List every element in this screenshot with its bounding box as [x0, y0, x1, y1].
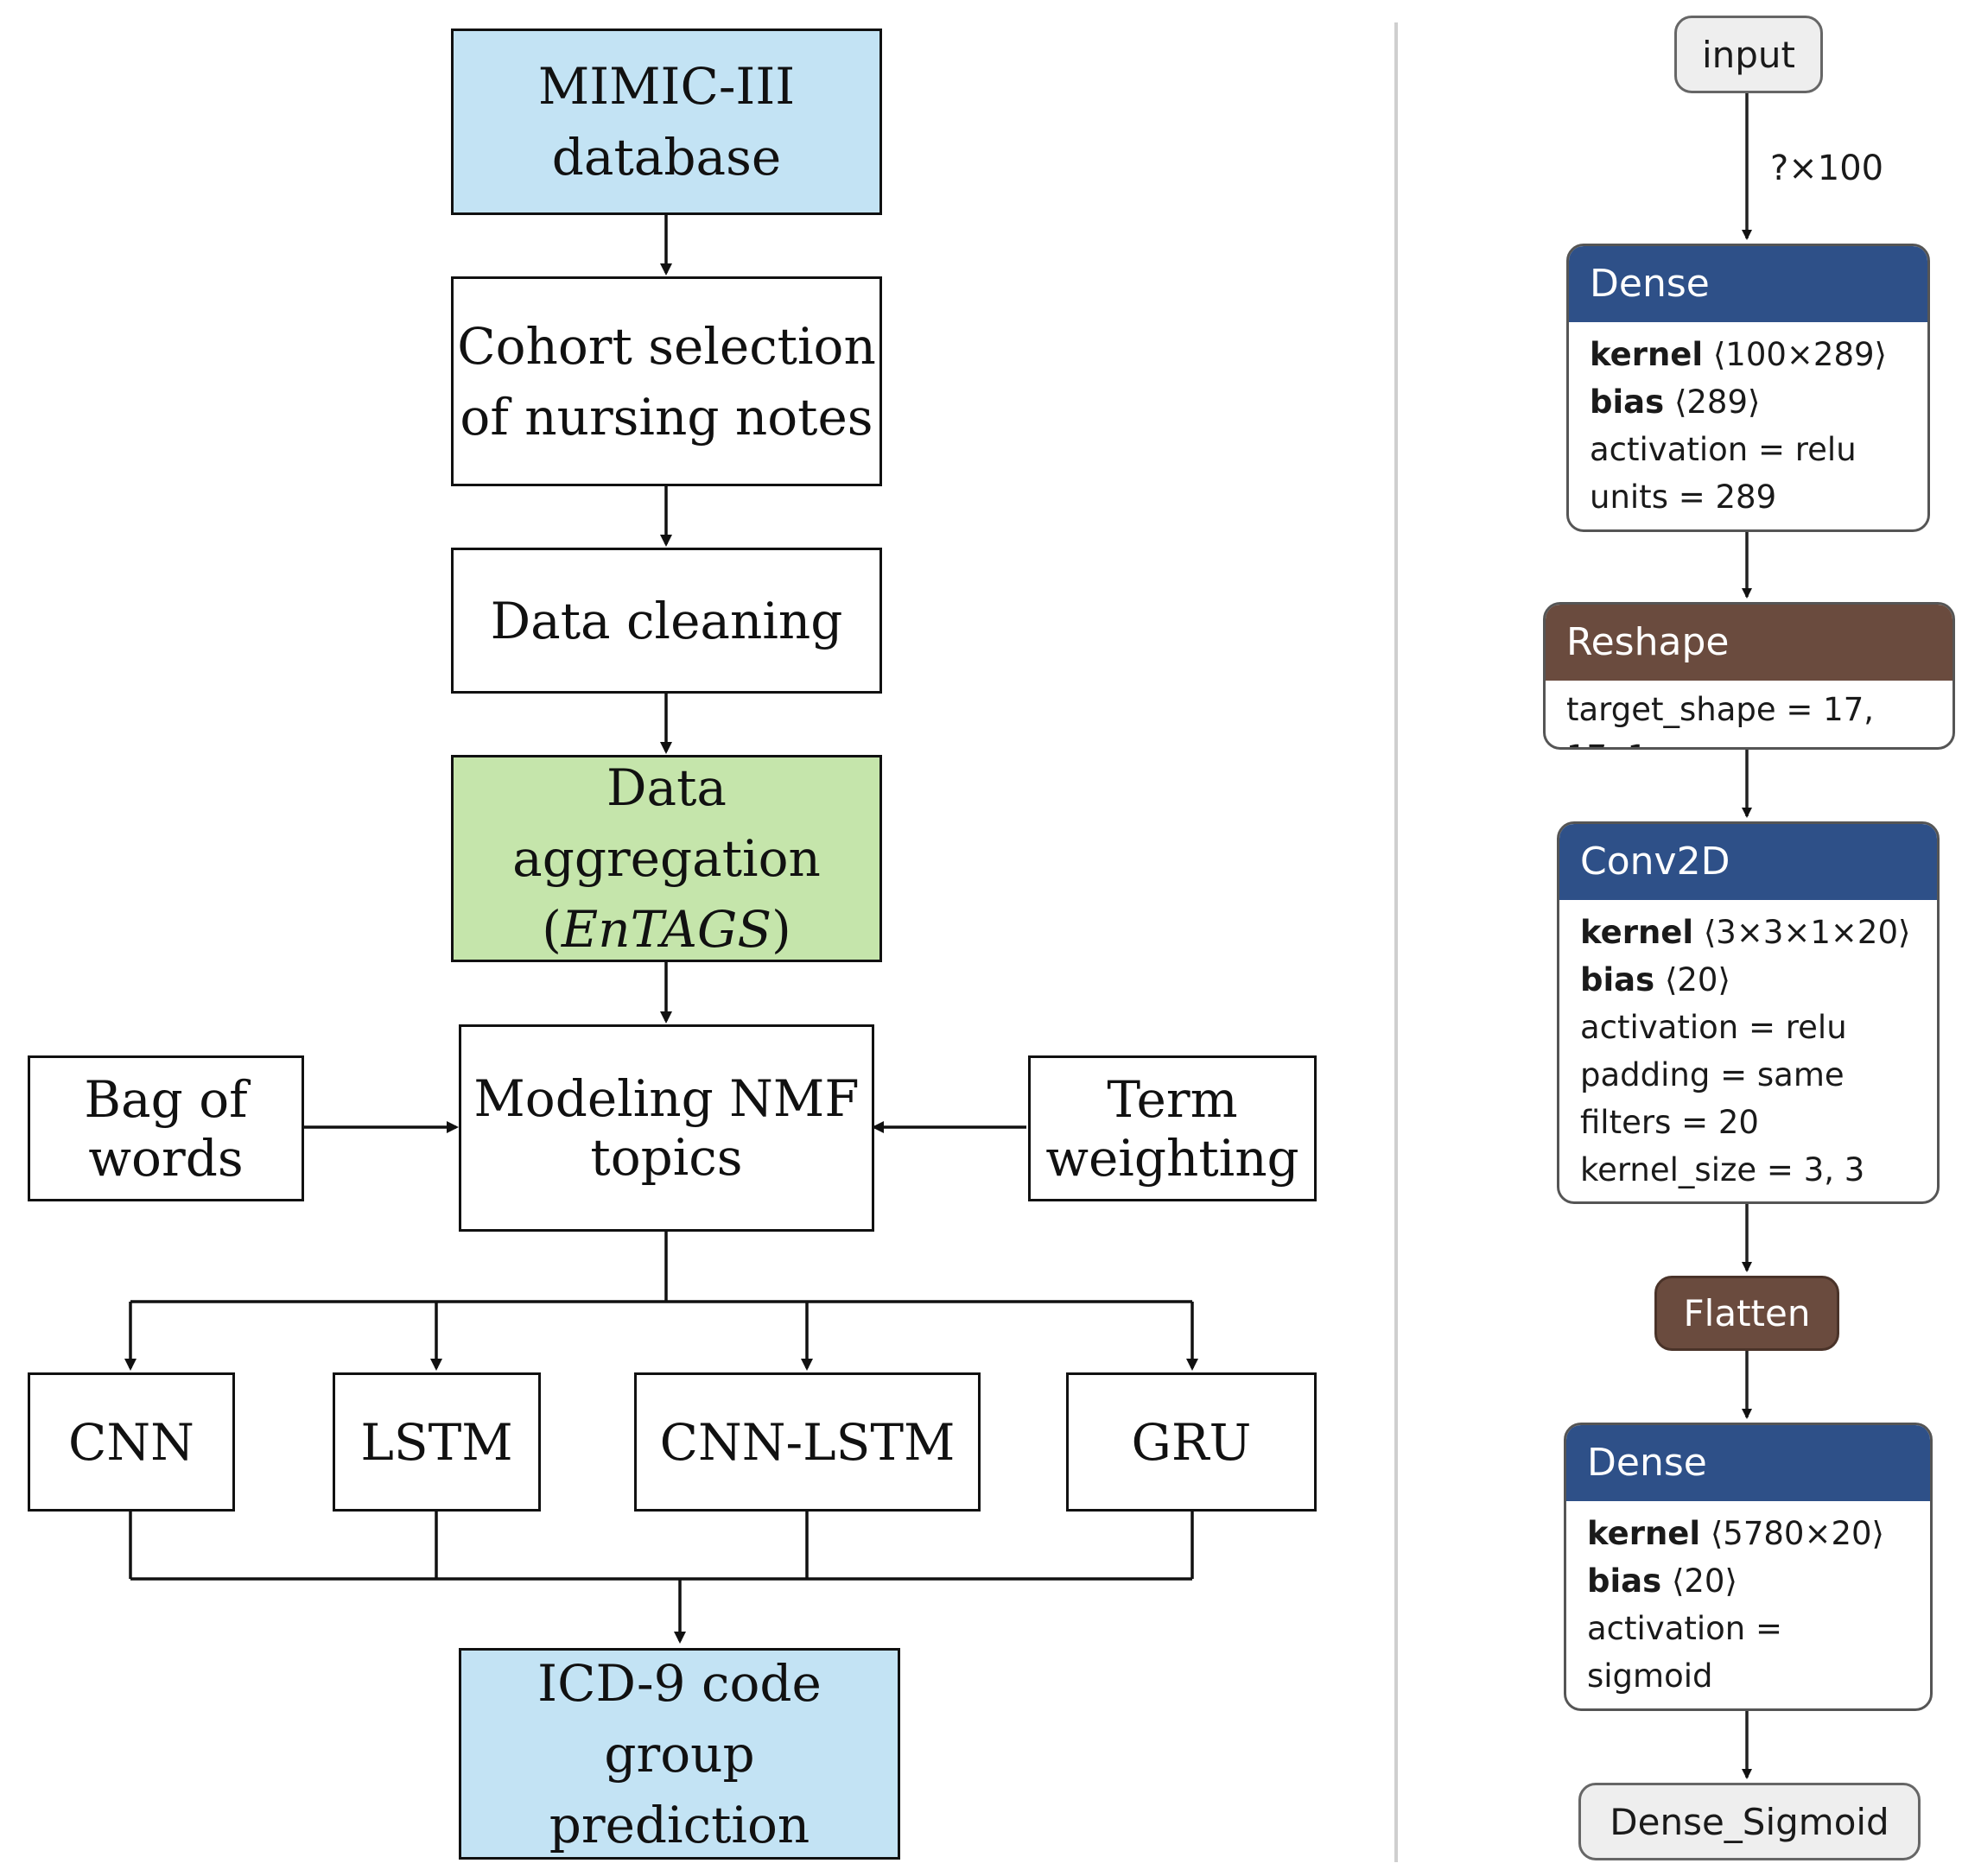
- input-node: input: [1674, 16, 1823, 93]
- mimic-box: MIMIC-III database: [451, 29, 882, 215]
- aggregation-open-paren: (: [542, 900, 562, 959]
- aggregation-line-1: Data aggregation: [512, 758, 821, 888]
- dense1-row-activation: activation = relu: [1590, 431, 1857, 468]
- dense2-row-activation: activation = sigmoid: [1587, 1610, 1783, 1695]
- conv-row-kernel-size: kernel_size = 3, 3: [1580, 1151, 1865, 1188]
- reshape-row-target-shape: target_shape = 17, 17, 1: [1566, 691, 1875, 747]
- panel-divider: [1394, 22, 1398, 1862]
- input-shape-label: ?×100: [1770, 149, 1884, 188]
- cohort-box: Cohort selection of nursing notes: [451, 276, 882, 486]
- term-line-2: weighting: [1045, 1128, 1299, 1188]
- cleaning-box: Data cleaning: [451, 548, 882, 694]
- conv-row-padding: padding = same: [1580, 1056, 1845, 1093]
- cleaning-label: Data cleaning: [490, 591, 843, 650]
- lstm-box: LSTM: [333, 1372, 541, 1512]
- dense1-row-bias: bias ⟨289⟩: [1590, 383, 1761, 421]
- aggregation-close-paren: ): [771, 900, 791, 959]
- lstm-label: LSTM: [360, 1412, 513, 1472]
- conv-row-kernel: kernel ⟨3×3×1×20⟩: [1580, 914, 1911, 951]
- cohort-line-1: Cohort selection: [457, 316, 876, 376]
- modeling-box: Modeling NMF topics: [459, 1024, 874, 1232]
- dense1-row-units: units = 289: [1590, 479, 1777, 516]
- dense1-header: Dense: [1569, 246, 1927, 322]
- flatten-node: Flatten: [1654, 1276, 1839, 1351]
- cnn-label: CNN: [68, 1412, 194, 1472]
- conv-row-activation: activation = relu: [1580, 1009, 1847, 1046]
- aggregation-line-2: (EnTAGS): [454, 894, 879, 965]
- dense2-row-units: units = 20: [1587, 1700, 1909, 1708]
- dense2-header: Dense: [1566, 1425, 1930, 1501]
- dense2-node: Dense kernel ⟨5780×20⟩ bias ⟨20⟩ activat…: [1564, 1423, 1933, 1711]
- conv-row-bias: bias ⟨20⟩: [1580, 961, 1730, 998]
- term-weighting-box: Term weighting: [1028, 1055, 1317, 1201]
- icd9-output-box: ICD-9 code group prediction: [459, 1648, 900, 1860]
- conv2d-node: Conv2D kernel ⟨3×3×1×20⟩ bias ⟨20⟩ activ…: [1557, 821, 1940, 1204]
- modeling-line-1: Modeling NMF: [473, 1069, 860, 1128]
- cnn-box: CNN: [28, 1372, 235, 1512]
- aggregation-entags: EnTAGS: [561, 900, 772, 959]
- aggregation-box: Data aggregation (EnTAGS): [451, 755, 882, 962]
- dense2-row-bias: bias ⟨20⟩: [1587, 1562, 1737, 1600]
- dense-sigmoid-label: Dense_Sigmoid: [1610, 1800, 1889, 1843]
- bag-of-words-box: Bag of words: [28, 1055, 304, 1201]
- bow-line-1: Bag of: [84, 1069, 248, 1129]
- dense2-row-kernel: kernel ⟨5780×20⟩: [1587, 1515, 1884, 1552]
- dense1-node: Dense kernel ⟨100×289⟩ bias ⟨289⟩ activa…: [1566, 244, 1930, 532]
- input-label: input: [1701, 33, 1796, 76]
- gru-label: GRU: [1131, 1412, 1252, 1472]
- dense1-row-kernel: kernel ⟨100×289⟩: [1590, 336, 1887, 373]
- output-line-2: prediction: [549, 1795, 810, 1854]
- cohort-line-2: of nursing notes: [460, 387, 873, 447]
- conv2d-header: Conv2D: [1559, 824, 1937, 900]
- gru-box: GRU: [1066, 1372, 1317, 1512]
- cnn-lstm-box: CNN-LSTM: [634, 1372, 981, 1512]
- mimic-line-2: database: [551, 128, 782, 187]
- reshape-header: Reshape: [1546, 605, 1952, 681]
- flatten-label: Flatten: [1683, 1292, 1811, 1334]
- bow-line-2: words: [88, 1128, 244, 1188]
- cnn-lstm-label: CNN-LSTM: [659, 1412, 956, 1472]
- mimic-line-1: MIMIC-III: [537, 57, 796, 116]
- conv-row-filters: filters = 20: [1580, 1104, 1759, 1141]
- dense-sigmoid-node: Dense_Sigmoid: [1578, 1783, 1921, 1860]
- term-line-1: Term: [1107, 1069, 1238, 1129]
- output-line-1: ICD-9 code group: [537, 1653, 822, 1784]
- modeling-line-2: topics: [590, 1128, 743, 1187]
- reshape-node: Reshape target_shape = 17, 17, 1: [1543, 602, 1955, 750]
